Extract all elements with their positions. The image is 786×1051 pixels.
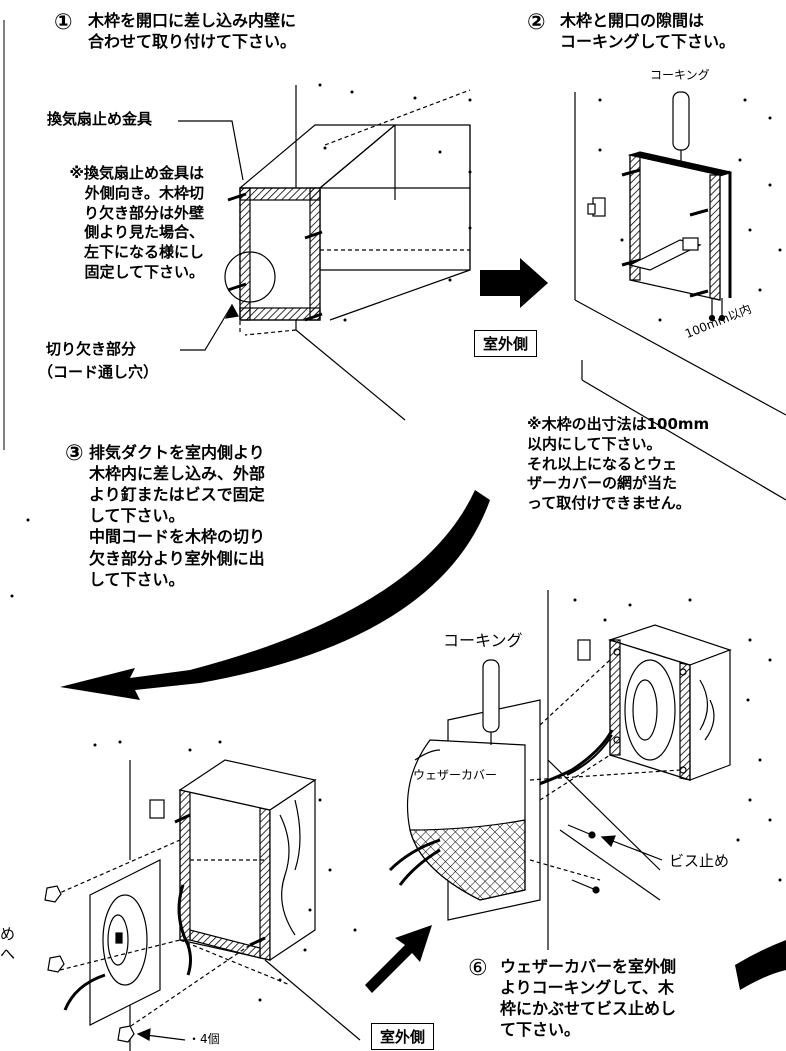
arrow-partial-icon: [735, 940, 786, 990]
step6-text: ウェザーカバーを室外側 よりコーキングして、木 枠にかぶせてビス止めし て下さい…: [500, 957, 677, 1040]
bracket-label: 換気扇止め金具: [47, 110, 153, 128]
cut-left-text: め へ: [0, 925, 16, 963]
wall-texture-dots: [10, 83, 782, 1002]
frame-note: ※木枠の出寸法は100mm 以内にして下さい。 それ以上になるとウェ ザーカバー…: [527, 415, 710, 513]
step6-figure: [388, 590, 732, 950]
step3-text: 排気ダクトを室内側より 木枠内に差し込み、外部 より釘またはビスで固定 して下さ…: [89, 443, 266, 589]
cord-hole-label: （コード通し穴）: [38, 363, 159, 381]
step4-figure: [44, 759, 361, 1051]
arrow-up-right-icon: [365, 925, 432, 993]
screw-label: ビス止め: [669, 852, 730, 870]
outdoor-label-2: 室外側: [371, 1023, 435, 1050]
caulking-label-1: コーキング: [650, 68, 710, 82]
step1-figure: [178, 85, 471, 421]
outdoor-label-1: 室外側: [474, 330, 538, 357]
step1-number: ①: [54, 10, 73, 35]
arrow-right-icon: [480, 258, 548, 308]
step1-text: 木枠を開口に差し込み内壁に 合わせて取り付けて下さい。: [88, 11, 297, 52]
step2-number: ②: [527, 10, 546, 35]
step3-number: ③: [65, 441, 84, 466]
weather-cover-label: ウェザーカバー: [413, 768, 498, 782]
step6-number: ⑥: [468, 956, 488, 981]
notch-label: 切り欠き部分: [46, 340, 137, 358]
bracket-note: ※換気扇止め金具は 外側向き。木枠切 り欠き部分は外壁 側より見た場合、 左下に…: [69, 164, 204, 281]
step2-text: 木枠と開口の隙間は コーキングして下さい。: [560, 11, 736, 52]
count-label: ・4個: [188, 1032, 220, 1046]
step2-figure: [574, 91, 786, 501]
caulking-label-2: コーキング: [443, 631, 523, 650]
curved-arrow-icon: [60, 490, 490, 700]
